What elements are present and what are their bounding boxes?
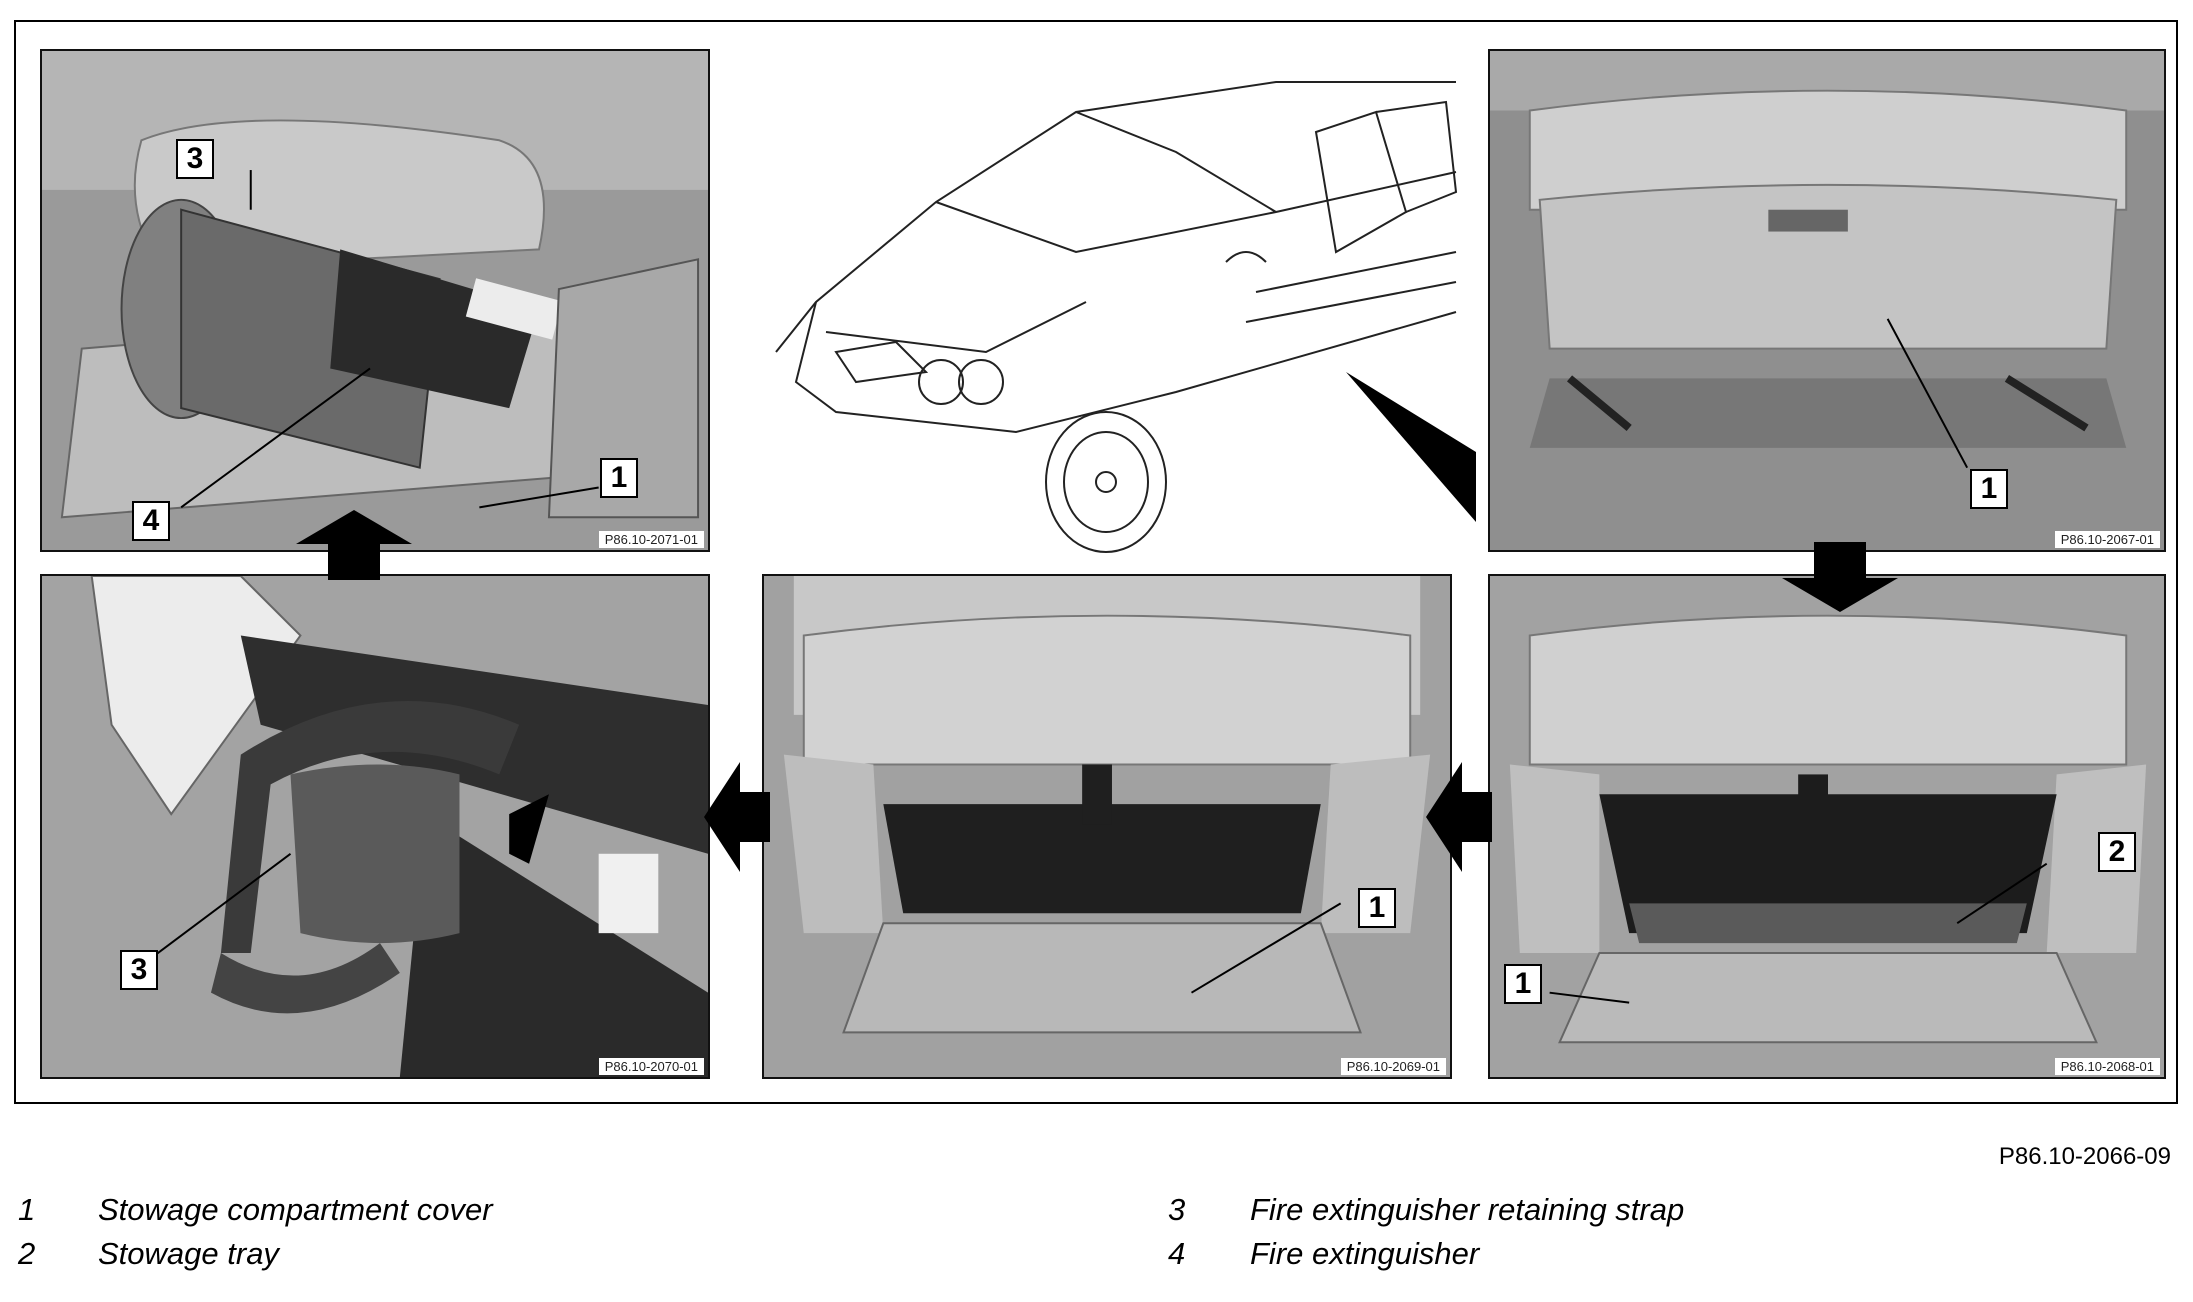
- arrow-left-icon: [704, 762, 770, 872]
- photo-graphic: [42, 576, 708, 1077]
- figure-frame: 3 4 1 P86.10-2071-01: [14, 20, 2178, 1104]
- callout-label: 1: [1970, 469, 2008, 509]
- car-drawing: [775, 81, 1476, 553]
- legend-number: 3: [1168, 1192, 1186, 1227]
- arrow-left-icon: [1426, 762, 1492, 872]
- photo-stowage-tray: 2 1 P86.10-2068-01: [1488, 574, 2166, 1079]
- legend-text: Stowage tray: [98, 1236, 279, 1271]
- legend-text: Fire extinguisher: [1250, 1236, 1480, 1271]
- photo-code: P86.10-2071-01: [598, 531, 704, 548]
- arrow-up-icon: [296, 510, 412, 580]
- legend-number: 2: [18, 1236, 36, 1271]
- legend-text: Stowage compartment cover: [98, 1192, 493, 1227]
- arrow-down-icon: [1782, 542, 1898, 612]
- callout-label: 3: [176, 139, 214, 179]
- callout-label: 4: [132, 501, 170, 541]
- photo-fire-extinguisher-installed: 3 4 1 P86.10-2071-01: [40, 49, 710, 552]
- photo-graphic: [1490, 51, 2164, 550]
- photo-seat-front-view: 1 P86.10-2067-01: [1488, 49, 2166, 552]
- photo-graphic: [1490, 576, 2164, 1077]
- photo-graphic: [42, 51, 708, 550]
- car-illustration: [756, 52, 1476, 572]
- photo-code: P86.10-2068-01: [2054, 1058, 2160, 1075]
- legend-number: 1: [18, 1192, 36, 1227]
- callout-label: 1: [1504, 964, 1542, 1004]
- photo-retaining-strap: 3 P86.10-2070-01: [40, 574, 710, 1079]
- photo-code: P86.10-2067-01: [2054, 531, 2160, 548]
- callout-label: 2: [2098, 832, 2136, 872]
- legend-number: 4: [1168, 1236, 1186, 1271]
- callout-label: 3: [120, 950, 158, 990]
- photo-code: P86.10-2069-01: [1340, 1058, 1446, 1075]
- photo-cover-open: 1 P86.10-2069-01: [762, 574, 1452, 1079]
- legend-text: Fire extinguisher retaining strap: [1250, 1192, 1685, 1227]
- figure-reference: P86.10-2066-09: [1998, 1143, 2171, 1170]
- photo-code: P86.10-2070-01: [598, 1058, 704, 1075]
- callout-label: 1: [1358, 888, 1396, 928]
- photo-graphic: [764, 576, 1450, 1077]
- callout-label: 1: [600, 458, 638, 498]
